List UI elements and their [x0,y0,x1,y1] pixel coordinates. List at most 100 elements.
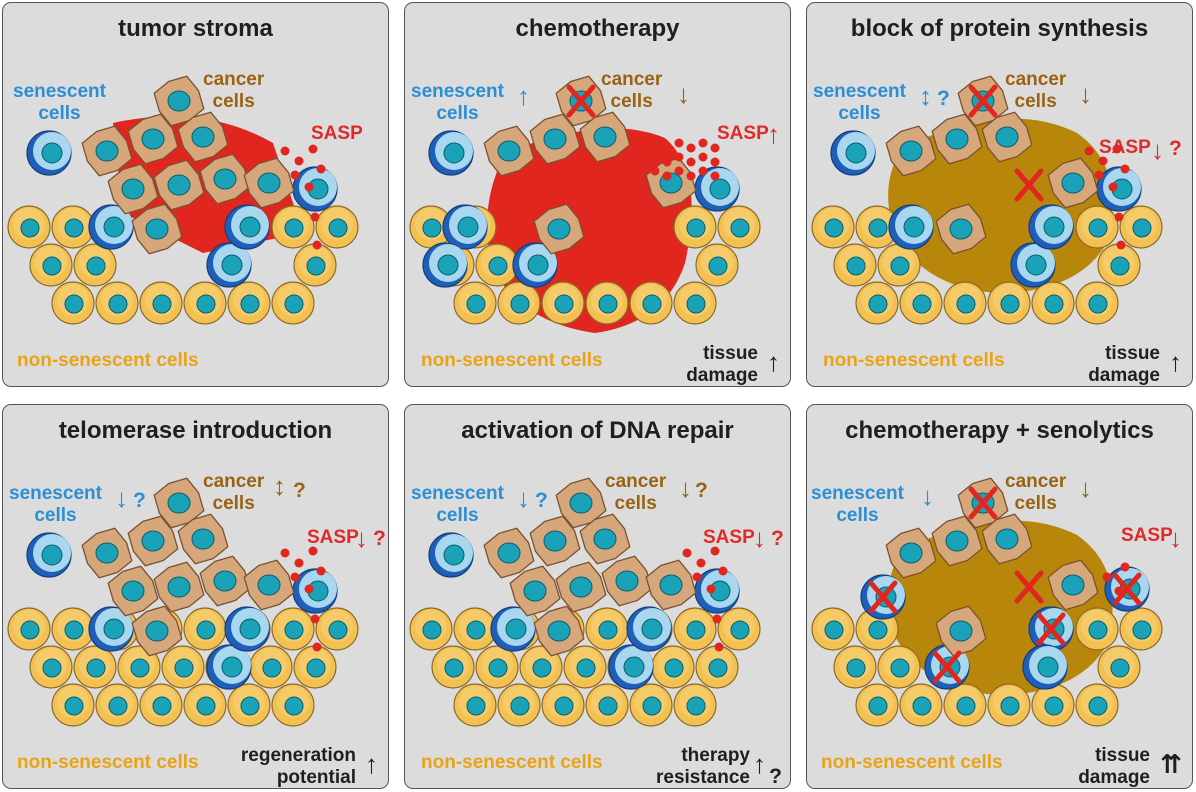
sasp-dot [308,144,318,154]
sasp-down-arrow-icon: ↓ [1169,523,1182,553]
sasp-dot [1120,164,1130,174]
nucleus [598,620,618,640]
nucleus [64,294,84,314]
cell-scene [409,75,761,333]
panel-chemotherapy-senolytics: chemotherapy + senolytics senescent cell… [806,404,1193,789]
nucleus [868,620,888,640]
nucleus [543,128,567,150]
cross-mark-icon [612,168,642,202]
nucleus [284,294,304,314]
cell-scene [7,75,359,325]
nucleus [121,580,145,602]
cell-scene [811,75,1163,325]
sasp-label: SASP [307,527,359,548]
sasp-dot [674,166,684,176]
sasp-dot [662,157,672,167]
panel-chemotherapy: chemotherapy senescent cells ↑ cancer ce… [404,2,791,387]
outcome-label: tissue damage [1078,745,1150,788]
senescent-down-arrow-icon: ↓ [921,481,934,511]
nucleus [284,218,304,238]
sasp-dot [316,566,326,576]
sasp-dot [706,584,716,594]
senescent-cells-label: senescent cells [9,483,102,526]
sasp-dot [1120,562,1130,572]
nucleus [686,696,706,716]
nucleus [547,218,571,240]
panel-title: chemotherapy [515,15,680,42]
nucleus [488,658,508,678]
nucleus [262,658,282,678]
sasp-label: SASP [311,123,363,144]
nucleus [949,620,973,642]
sasp-dot [294,558,304,568]
nucleus [64,620,84,640]
sasp-dot [662,171,672,181]
nucleus [1088,696,1108,716]
nucleus [1061,574,1085,596]
sasp-dot [710,157,720,167]
sasp-dot [312,642,322,652]
sasp-label: SASP [1099,137,1151,158]
nucleus [130,658,150,678]
sasp-dot [710,171,720,181]
sasp-dot [686,157,696,167]
sasp-dot [686,171,696,181]
question-mark: ? [695,479,708,502]
nucleus [845,142,867,164]
nucleus [824,620,844,640]
nucleus [686,218,706,238]
nucleus [328,620,348,640]
nucleus [42,658,62,678]
sasp-dot [312,240,322,250]
nucleus [1088,218,1108,238]
panel-title: chemotherapy + senolytics [845,417,1154,444]
nucleus [730,218,750,238]
nucleus [257,574,281,596]
nucleus [174,658,194,678]
nucleus [1088,620,1108,640]
outcome-label: regeneration potential [240,745,356,788]
nucleus [532,658,552,678]
nucleus [141,128,165,150]
nucleus [868,218,888,238]
nucleus [659,574,683,596]
nucleus [95,542,119,564]
cross-mark-icon [968,486,998,520]
nucleus [730,620,750,640]
nucleus [443,142,465,164]
nucleus [569,576,593,598]
nucleus [121,178,145,200]
sasp-dot [712,614,722,624]
sasp-down-arrow-icon: ↓ [355,523,368,553]
panel-telomerase-introduction: telomerase introduction senescent cells … [2,404,389,789]
sasp-dot [290,170,300,180]
nucleus [846,256,866,276]
nucleus [95,140,119,162]
nucleus [196,620,216,640]
nucleus [497,140,521,162]
nucleus [167,576,191,598]
outcome-label: tissue damage [1088,343,1160,386]
nucleus [422,620,442,640]
nucleus [497,542,521,564]
question-mark: ? [771,527,784,550]
sasp-dot [1098,156,1108,166]
cancer-cells-label: cancer cells [203,471,265,514]
outcome-label: tissue damage [686,343,758,386]
nucleus [328,218,348,238]
question-mark: ? [1169,137,1182,160]
nucleus [444,658,464,678]
cancer-down-arrow-icon: ↓ [677,79,690,109]
outcome-up-arrow-icon: ↑ [767,347,780,377]
sasp-dot [304,182,314,192]
cancer-updown-arrow-icon: ↕ [273,471,286,501]
nucleus [945,530,969,552]
nucleus [1132,620,1152,640]
nucleus [86,256,106,276]
cancer-down-arrow-icon: ↓ [679,473,692,503]
nucleus [152,696,172,716]
nucleus [523,580,547,602]
question-mark: ? [937,87,950,110]
nucleus [527,254,549,276]
cross-mark-icon [1014,168,1044,202]
